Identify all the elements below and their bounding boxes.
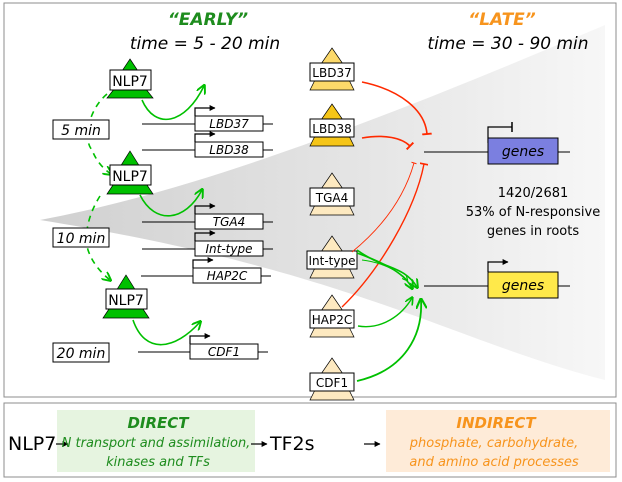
early-gene-locus-tga4: TGA4 — [142, 203, 273, 230]
time-label-10min: 10 min — [52, 227, 110, 248]
direct-line-1: N transport and assimilation, — [62, 436, 251, 451]
activation-edge-hap2c — [357, 298, 412, 328]
activation-arrow-nlp7-5min — [141, 86, 204, 121]
early-gene-label: HAP2C — [207, 269, 248, 283]
nlp7-tf-20min: NLP7 — [102, 274, 150, 319]
indirect-line-2: and amino acid processes — [409, 455, 579, 470]
late-tf-label: HAP2C — [312, 313, 352, 327]
early-gene-label: CDF1 — [208, 345, 240, 359]
dashed-arrow-nlp7-10-to-20 — [85, 195, 111, 280]
activated-genes-locus: genes — [424, 259, 570, 299]
late-tf-lbd37: LBD37 — [309, 47, 355, 91]
late-tf-hap2c: HAP2C — [309, 294, 355, 338]
late-tf-label: LBD38 — [312, 122, 351, 136]
repressed-genes-label: genes — [502, 144, 544, 160]
late-tf-label: CDF1 — [316, 376, 348, 390]
late-tf-lbd38: LBD38 — [309, 103, 355, 147]
late-tf-int-type: Int-type — [306, 235, 358, 279]
stats-line-1: 1420/2681 — [498, 186, 569, 201]
direct-line-2: kinases and TFs — [106, 455, 210, 470]
early-title: “EARLY” — [168, 10, 248, 30]
late-title: “LATE” — [468, 10, 536, 30]
summary-nlp7: NLP7 — [8, 433, 56, 455]
repression-edge-lbd37 — [361, 81, 432, 136]
early-gene-label: LBD38 — [209, 143, 249, 157]
early-gene-locus-lbd38: LBD38 — [142, 131, 273, 158]
activation-edge-int-type — [361, 259, 407, 280]
repression-edge-int-type — [351, 161, 417, 253]
activation-edge-tga4-b — [356, 249, 417, 287]
summary-tf2s: TF2s — [269, 433, 315, 455]
indirect-title: INDIRECT — [456, 414, 537, 432]
early-gene-locus-hap2c: HAP2C — [141, 257, 271, 284]
nlp7-tf-10min: NLP7 — [106, 150, 154, 195]
time-label-20min: 20 min — [52, 342, 110, 363]
late-tf-label: LBD37 — [312, 66, 351, 80]
repressed-genes-locus: genes — [424, 122, 570, 165]
late-time-range: time = 30 - 90 min — [427, 34, 588, 54]
direct-background — [57, 410, 255, 472]
stats-line-3: genes in roots — [487, 224, 579, 239]
nlp7-tf-5min: NLP7 — [106, 58, 154, 99]
indirect-background — [386, 410, 610, 472]
repression-edge-hap2c — [341, 162, 429, 308]
late-tf-label: TGA4 — [315, 191, 348, 205]
activation-edge-cdf1 — [356, 300, 421, 382]
svg-text:10 min: 10 min — [57, 231, 106, 247]
early-gene-label: TGA4 — [213, 215, 245, 229]
late-tf-label: Int-type — [309, 254, 356, 268]
late-tf-tga4: TGA4 — [309, 172, 355, 216]
early-gene-locus-cdf1: CDF1 — [138, 333, 268, 360]
early-time-range: time = 5 - 20 min — [130, 34, 280, 54]
late-tf-cdf1: CDF1 — [309, 357, 355, 401]
early-gene-label: LBD37 — [209, 117, 249, 131]
direct-title: DIRECT — [127, 414, 190, 432]
repression-edge-lbd38 — [361, 135, 415, 151]
stats-line-2: 53% of N-responsive — [466, 205, 600, 220]
nlp7-label: NLP7 — [112, 169, 148, 185]
nlp7-label: NLP7 — [108, 293, 144, 309]
early-gene-locus-lbd37: LBD37 — [142, 105, 273, 132]
nlp7-label: NLP7 — [112, 74, 148, 90]
activation-arrow-nlp7-20min — [132, 320, 200, 346]
early-gene-locus-int-type: Int-type — [142, 230, 273, 257]
indirect-line-1: phosphate, carbohydrate, — [409, 436, 578, 451]
svg-text:5 min: 5 min — [61, 123, 101, 139]
time-label-5min: 5 min — [52, 119, 110, 140]
activated-genes-label: genes — [502, 278, 544, 294]
svg-text:20 min: 20 min — [57, 346, 106, 362]
activation-arrow-nlp7-10min — [139, 190, 202, 217]
early-gene-label: Int-type — [206, 242, 253, 256]
